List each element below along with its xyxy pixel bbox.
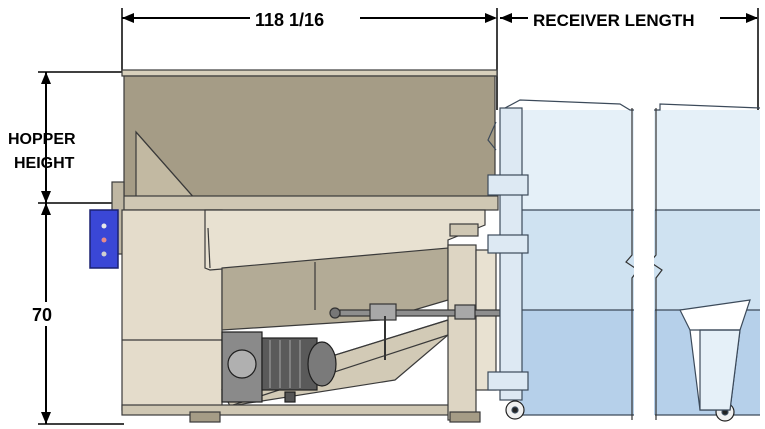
control-light-icon (101, 237, 107, 243)
right-post (447, 244, 477, 421)
hopper-machine (111, 69, 499, 423)
hopper-rim (121, 69, 498, 77)
hopper-height-label-line1: HOPPER (8, 131, 76, 148)
control-panel (89, 209, 119, 269)
receiver-length-label: RECEIVER LENGTH (533, 11, 695, 30)
drive-shaft (329, 303, 501, 360)
dimension-arrowheads (41, 13, 758, 424)
width-dimension-label: 118 1/16 (255, 10, 324, 30)
hopper-height-label-line2: HEIGHT (14, 155, 75, 172)
motor-assembly (221, 331, 337, 403)
receiver-door (499, 107, 523, 401)
control-button-icon (101, 223, 107, 229)
hopper-box (123, 75, 496, 204)
receiver-container (487, 99, 761, 425)
base-height-label: 70 (32, 305, 52, 325)
motor-end-cap (307, 341, 337, 387)
control-switch-icon (101, 251, 107, 257)
base-frame (121, 404, 463, 416)
